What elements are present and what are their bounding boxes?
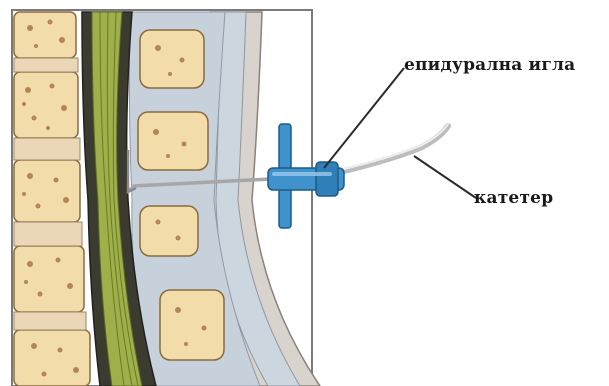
disc	[14, 222, 82, 246]
disc	[14, 138, 80, 160]
vertebral-body	[14, 12, 76, 58]
needle-leader-line	[324, 68, 404, 168]
disc	[14, 58, 78, 72]
vertebral-body	[14, 246, 84, 312]
needle-label: епидурална игла	[404, 55, 575, 75]
spinous-process	[160, 290, 224, 360]
vertebral-body	[14, 330, 90, 386]
disc	[14, 312, 86, 330]
needle-hub-shine	[272, 172, 332, 176]
spinous-process	[140, 30, 204, 88]
spinous-process	[140, 206, 198, 256]
catheter-label: катетер	[474, 188, 553, 208]
catheter-highlight	[340, 124, 448, 170]
vertebral-body	[14, 160, 80, 222]
catheter-leader-line	[414, 156, 476, 198]
spinous-process	[138, 112, 208, 170]
needle-hub-collar	[316, 162, 338, 196]
